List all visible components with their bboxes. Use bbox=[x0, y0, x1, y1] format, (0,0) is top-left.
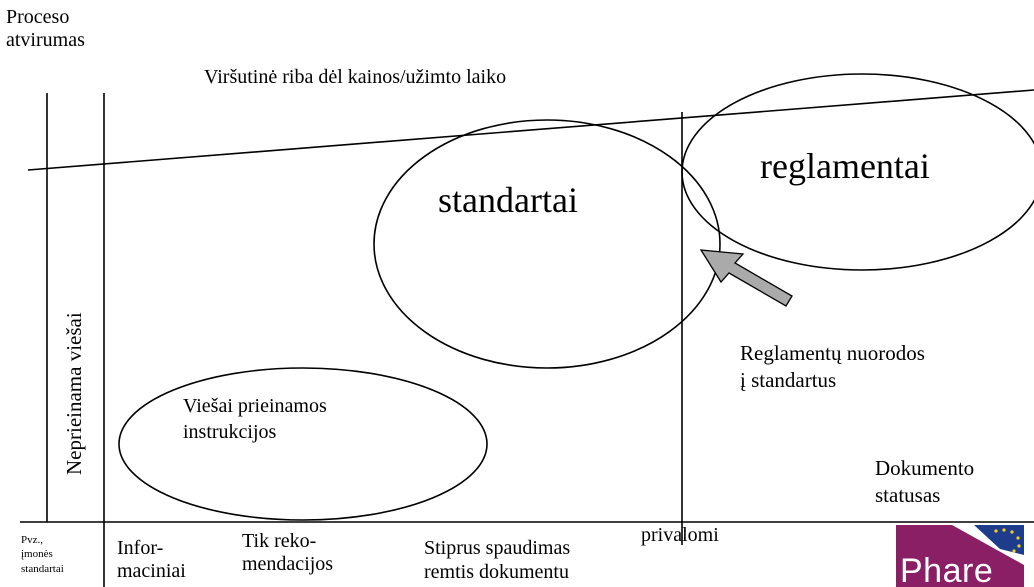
upper-limit-line bbox=[27, 89, 1034, 171]
instrukcijos-label-line2: instrukcijos bbox=[183, 421, 277, 443]
y-axis-title: Proceso atvirumas bbox=[6, 6, 85, 52]
eu-flag-corner-icon bbox=[952, 525, 1024, 565]
instrukcijos-ellipse bbox=[118, 367, 488, 521]
arrow-label-line1: Reglamentų nuorodos bbox=[740, 341, 925, 365]
y-axis-title-line2: atvirumas bbox=[6, 29, 85, 51]
reglamentai-label: reglamentai bbox=[760, 146, 930, 186]
category-informaciniai-line2: maciniai bbox=[117, 560, 186, 582]
reglamentai-ellipse bbox=[681, 73, 1034, 271]
phare-logo: Phare bbox=[896, 525, 1024, 587]
category-informaciniai: Infor- maciniai bbox=[117, 537, 186, 583]
category-informaciniai-line1: Infor- bbox=[117, 537, 164, 559]
instrukcijos-label: Viešai prieinamos instrukcijos bbox=[183, 393, 327, 445]
category-privalomi: privalomi bbox=[641, 524, 719, 546]
category-pvz-line1: Pvz., bbox=[21, 534, 43, 546]
standartai-label: standartai bbox=[438, 180, 578, 220]
arrow-label-line2: į standartus bbox=[740, 368, 837, 393]
category-spaudimas-line2: remtis dokumentu bbox=[424, 561, 569, 583]
y-axis-title-line1: Proceso bbox=[6, 6, 70, 28]
category-pvz: Pvz., įmonės standartai bbox=[21, 533, 64, 576]
category-rekomendacijos-line1: Tik reko- bbox=[242, 530, 317, 552]
x-axis-title: Dokumento statusas bbox=[875, 455, 974, 510]
category-rekomendacijos: Tik reko- mendacijos bbox=[242, 530, 333, 576]
upper-limit-label: Viršutinė riba dėl kainos/užimto laiko bbox=[204, 66, 507, 88]
arrow-label: Reglamentų nuorodos į standartus bbox=[740, 340, 925, 395]
phare-logo-text: Phare bbox=[900, 552, 994, 587]
vertical-band-label: Neprieinama viešai bbox=[62, 312, 86, 475]
category-spaudimas-line1: Stiprus spaudimas bbox=[424, 537, 571, 559]
x-axis-title-line2: statusas bbox=[875, 483, 941, 508]
category-spaudimas: Stiprus spaudimas remtis dokumentu bbox=[424, 536, 570, 584]
x-axis-title-line1: Dokumento bbox=[875, 456, 975, 480]
instrukcijos-label-line1: Viešai prieinamos bbox=[183, 395, 327, 417]
category-pvz-line3: standartai bbox=[21, 562, 64, 575]
category-rekomendacijos-line2: mendacijos bbox=[242, 553, 334, 575]
reference-arrow bbox=[699, 249, 793, 307]
standartai-ellipse bbox=[373, 119, 721, 369]
category-pvz-line2: įmonės bbox=[21, 548, 53, 561]
